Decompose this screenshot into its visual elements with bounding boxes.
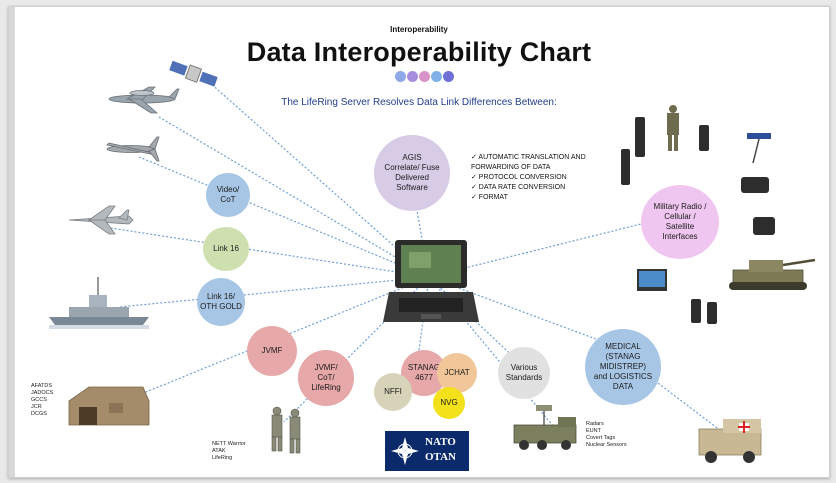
tent-icon (68, 386, 150, 426)
ambulance-vehicle-icon (698, 419, 762, 463)
awacs-plane-icon (108, 86, 180, 114)
capability-item: ✓ AUTOMATIC TRANSLATION AND (471, 154, 586, 161)
drone-icon (106, 136, 160, 162)
nato-logo: NATO OTAN (385, 431, 469, 471)
chart-frame: Interoperability Data Interoperability C… (8, 6, 830, 478)
link16-node: Link 16 (203, 227, 249, 271)
nffi-node: NFFI (374, 373, 412, 411)
radio-devices-icon (621, 105, 775, 324)
tank-icon (729, 258, 816, 290)
soldiers-icon (271, 406, 301, 454)
page-title: Data Interoperability Chart (246, 37, 592, 67)
nvg-node: NVG (433, 387, 465, 419)
subtitle: The LifeRing Server Resolves Data Link D… (281, 97, 557, 108)
laptop-server-icon (383, 240, 479, 322)
small-title: Interoperability (390, 25, 448, 34)
satellite-icon (169, 60, 218, 87)
capabilities-list: ✓ AUTOMATIC TRANSLATION AND FORWARDING O… (471, 153, 631, 203)
decorative-dot (419, 71, 430, 82)
capability-item: ✓ PROTOCOL CONVERSION (471, 174, 567, 181)
decorative-dot (443, 71, 454, 82)
capability-item: ✓ FORMAT (471, 194, 508, 201)
capability-item: FORWARDING OF DATA (471, 164, 551, 171)
jvmf-node: JVMF (247, 326, 297, 376)
radar-truck-icon (513, 405, 577, 450)
decorative-dot (395, 71, 406, 82)
decorative-dot (407, 71, 418, 82)
nato-compass-icon (391, 437, 419, 465)
jvmf-cot-lifering-node: JVMF/CoT/LifeRing (298, 350, 354, 406)
nato-label: NATO (425, 436, 456, 448)
warship-icon (49, 277, 149, 329)
jchat-node: JCHAT (437, 353, 477, 393)
otan-label: OTAN (425, 451, 456, 463)
decorative-dot (431, 71, 442, 82)
capability-item: ✓ DATA RATE CONVERSION (471, 184, 566, 191)
video-cot-node: Video/CoT (206, 173, 250, 217)
link16-oth-gold-node: Link 16/OTH GOLD (197, 278, 245, 326)
fighter-jet-icon (68, 205, 134, 235)
